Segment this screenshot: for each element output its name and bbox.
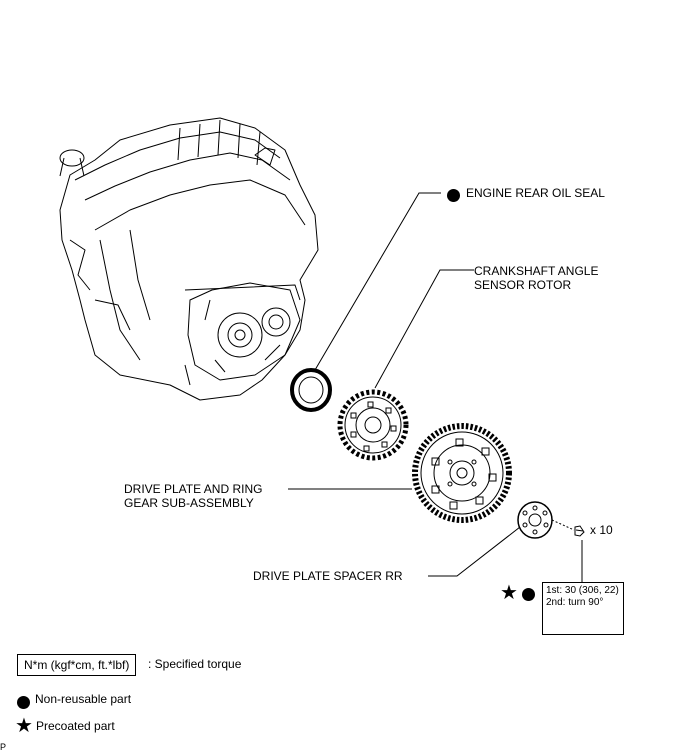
label-bolt-quantity: x 10 <box>590 523 613 537</box>
legend-precoated-star-icon: ★ <box>15 715 33 737</box>
torque-spec-line2: 2nd: turn 90° <box>546 597 604 608</box>
label-drive-plate-line2: GEAR SUB-ASSEMBLY <box>124 496 254 510</box>
label-engine-rear-oil-seal: ENGINE REAR OIL SEAL <box>466 186 605 200</box>
legend-precoated-text: Precoated part <box>36 719 115 733</box>
label-crankshaft-angle-sensor-rotor-line2: SENSOR ROTOR <box>474 278 572 292</box>
drive-plate-bolt-part <box>551 519 585 537</box>
drive-plate-spacer-part <box>517 501 553 539</box>
legend-non-reusable-icon <box>17 696 30 709</box>
label-drive-plate-spacer: DRIVE PLATE SPACER RR <box>253 569 403 583</box>
leader-lines <box>288 192 583 583</box>
legend-specified-torque-text: : Specified torque <box>148 657 242 671</box>
crankshaft-angle-sensor-rotor-part <box>337 389 409 461</box>
engine-rear-oil-seal-part <box>290 368 332 412</box>
page-mark: P <box>0 742 7 752</box>
legend-specified-torque-box: N*m (kgf*cm, ft.*lbf) <box>17 654 137 676</box>
engine-assembly-illustration <box>59 117 319 401</box>
non-reusable-icon <box>447 189 460 202</box>
label-drive-plate-line1: DRIVE PLATE AND RING <box>124 482 263 496</box>
torque-spec-line1: 1st: 30 (306, 22) <box>546 585 619 596</box>
label-crankshaft-angle-sensor-rotor-line1: CRANKSHAFT ANGLE <box>474 264 599 278</box>
precoated-star-icon: ★ <box>500 582 518 604</box>
non-reusable-icon <box>522 588 535 601</box>
drive-plate-ring-gear-part <box>412 423 512 523</box>
legend-non-reusable-text: Non-reusable part <box>35 692 132 706</box>
torque-spec-box: 1st: 30 (306, 22) 2nd: turn 90° <box>542 582 624 635</box>
